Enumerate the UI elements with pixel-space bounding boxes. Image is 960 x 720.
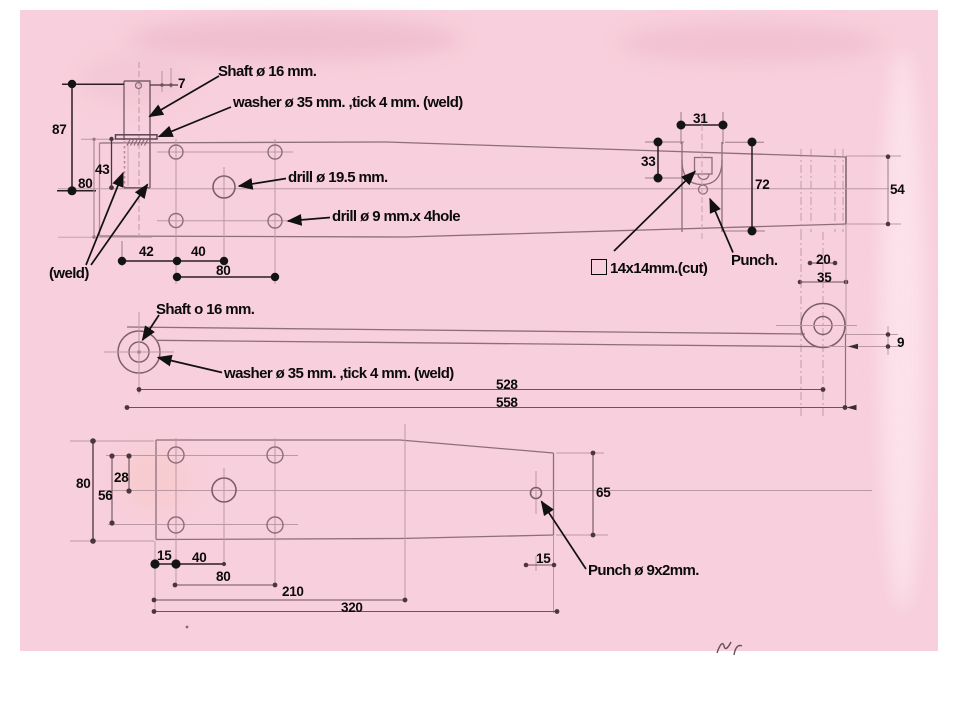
- side-view-dim-arrows: [846, 343, 858, 411]
- callout-leaders: [85, 75, 734, 570]
- dim-80-bottom: 80: [76, 476, 91, 491]
- scan-noise: [130, 18, 460, 60]
- weld-leader-1: [85, 171, 124, 266]
- dim-56: 56: [98, 488, 113, 503]
- dim-80-holes: 80: [216, 263, 231, 278]
- dim-320: 320: [341, 600, 363, 615]
- bottom-view-dim-lines: [92, 441, 594, 613]
- drill-small-leader: [286, 213, 331, 226]
- cut-label: 14x14mm.(cut): [591, 259, 708, 276]
- punch-cutout: [681, 116, 723, 240]
- top-view-holes: [168, 144, 283, 229]
- washer-side-leader: [156, 354, 223, 374]
- weld-label: (weld): [49, 265, 89, 282]
- shaft-bracket: [114, 80, 158, 189]
- drill-large-leader: [237, 177, 287, 190]
- drill-small-label: drill ø 9 mm.x 4hole: [332, 208, 461, 225]
- dim-80-bottom-holes: 80: [216, 569, 231, 584]
- shaft-top-label: Shaft ø 16 mm.: [218, 63, 317, 80]
- washer-top-label: washer ø 35 mm. ,tick 4 mm. (weld): [233, 94, 463, 111]
- punch-top-label: Punch.: [731, 252, 778, 269]
- dim-9: 9: [897, 335, 905, 350]
- dim-87: 87: [52, 122, 67, 137]
- shaft-top-leader: [148, 75, 220, 118]
- dim-43: 43: [95, 162, 110, 177]
- bottom-view-holes: [167, 446, 543, 534]
- scan-speck: [185, 625, 189, 629]
- dim-54: 54: [890, 182, 905, 197]
- washer-top-leader: [157, 106, 232, 138]
- dim-15-right: 15: [536, 551, 551, 566]
- shaft-side-label: Shaft o 16 mm.: [156, 301, 255, 318]
- dim-42: 42: [139, 244, 154, 259]
- dim-31: 31: [693, 111, 708, 126]
- dim-210: 210: [282, 584, 304, 599]
- scan-noise: [620, 24, 880, 62]
- shaft-side-leader: [141, 314, 160, 342]
- punch-bottom-leader: [540, 500, 587, 570]
- square-symbol: [591, 259, 607, 275]
- dim-20: 20: [816, 252, 831, 267]
- bottom-view-dim-dots: [90, 438, 596, 614]
- dim-28: 28: [114, 470, 129, 485]
- weld-leader-2: [90, 183, 149, 266]
- washer-side-label: washer ø 35 mm. ,tick 4 mm. (weld): [224, 365, 454, 382]
- side-view-dim-dots: [124, 332, 891, 410]
- dim-33: 33: [641, 154, 656, 169]
- scan-noise: [120, 450, 190, 510]
- top-view-dim-dots: [67, 79, 891, 285]
- dim-40-bottom: 40: [192, 550, 207, 565]
- dim-558: 558: [496, 395, 518, 410]
- top-view-outline: [98, 141, 847, 238]
- bottom-view-outline: [155, 439, 555, 541]
- dim-80-left: 80: [78, 176, 93, 191]
- dim-528: 528: [496, 377, 518, 392]
- top-view-construction: [58, 62, 889, 284]
- dim-7: 7: [178, 76, 186, 91]
- dim-35: 35: [817, 270, 832, 285]
- pen-squiggle: [716, 641, 743, 656]
- cut-leader: [613, 170, 696, 252]
- punch-bottom-label: Punch ø 9x2mm.: [588, 562, 699, 579]
- side-view-construction: [104, 312, 898, 408]
- drill-large-label: drill ø 19.5 mm.: [288, 169, 388, 186]
- scan-noise: [80, 55, 190, 105]
- dim-72: 72: [755, 177, 770, 192]
- dim-40: 40: [191, 244, 206, 259]
- dim-15-left: 15: [157, 548, 172, 563]
- pink-paper: [20, 10, 938, 651]
- top-view-dim-lines: [57, 68, 901, 283]
- dim-65: 65: [596, 485, 611, 500]
- punch-top-leader: [709, 197, 734, 253]
- side-view-dim-lines: [127, 388, 845, 409]
